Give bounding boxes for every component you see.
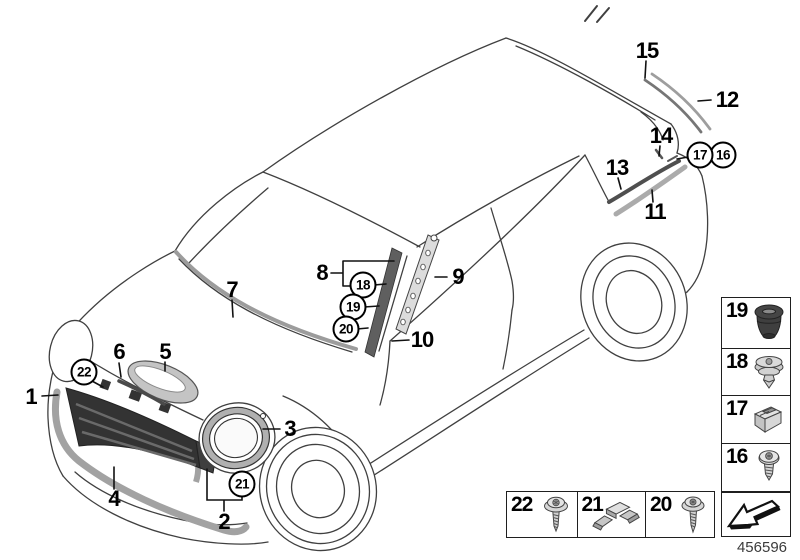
expanding-grommet-icon	[754, 304, 784, 339]
callout-2[interactable]: 2	[218, 509, 230, 534]
legend-label-16: 16	[726, 445, 748, 468]
viewing-direction-box	[721, 492, 791, 537]
legend-item-18[interactable]: 18	[722, 348, 790, 395]
c-pillar-strip-13	[607, 159, 681, 204]
roof-strip-15	[643, 78, 703, 134]
fastener-legend-row: 22 21	[506, 491, 715, 538]
legend-item-19[interactable]: 19	[722, 298, 790, 348]
fastener-legend-column: 19 18	[721, 297, 791, 492]
legend-label-19: 19	[726, 299, 748, 322]
callout-15[interactable]: 15	[635, 38, 660, 63]
leader-lines	[41, 60, 712, 512]
tapping-screw-icon	[681, 496, 705, 534]
hood-trim-strip-6	[117, 379, 166, 406]
callout-9[interactable]: 9	[452, 264, 464, 289]
legend-label-20: 20	[650, 493, 672, 516]
viewing-direction-arrow-icon	[726, 499, 781, 530]
callout-21[interactable]: 21	[228, 470, 256, 498]
legend-item-20[interactable]: 20	[645, 491, 715, 538]
front-grille	[51, 378, 250, 536]
callout-6[interactable]: 6	[113, 339, 125, 364]
callout-11[interactable]: 11	[644, 199, 666, 224]
callout-3[interactable]: 3	[284, 416, 296, 441]
callout-14[interactable]: 14	[649, 123, 674, 148]
callout-12[interactable]: 12	[715, 87, 740, 112]
trim-strips	[174, 72, 712, 358]
legend-label-22: 22	[511, 493, 533, 516]
legend-label-17: 17	[726, 397, 748, 420]
callout-16[interactable]: 16	[709, 141, 737, 169]
legend-item-22[interactable]: 22	[506, 491, 578, 538]
torx-screw-icon	[758, 449, 780, 481]
roof-strip-12	[650, 72, 712, 131]
grille-clip-22-target	[99, 378, 112, 391]
callout-8[interactable]: 8	[316, 260, 328, 285]
callout-10[interactable]: 10	[410, 327, 435, 352]
spring-clip-icon	[591, 501, 640, 531]
hood-scoop	[127, 360, 199, 404]
callout-1[interactable]: 1	[25, 384, 37, 409]
callout-5[interactable]: 5	[159, 339, 171, 364]
callout-4[interactable]: 4	[108, 486, 120, 511]
rear-wheel	[580, 242, 688, 362]
cowl-trim-7	[174, 250, 358, 351]
legend-item-21[interactable]: 21	[576, 491, 647, 538]
callout-20[interactable]: 20	[332, 315, 360, 343]
a-pillar-strip-8	[364, 247, 403, 358]
callout-22[interactable]: 22	[70, 358, 98, 386]
legend-label-18: 18	[726, 350, 748, 373]
push-rivet-icon	[754, 356, 784, 389]
legend-item-16[interactable]: 16	[722, 443, 790, 491]
diagram-part-number: 456596	[736, 539, 788, 556]
washer-screw-icon	[544, 496, 568, 532]
legend-label-21: 21	[581, 493, 604, 516]
front-wheel	[258, 426, 378, 552]
headlight-ring	[198, 402, 276, 474]
legend-item-17[interactable]: 17	[722, 395, 790, 443]
callout-13[interactable]: 13	[605, 155, 630, 180]
callout-7[interactable]: 7	[226, 277, 238, 302]
callout-17[interactable]: 17	[686, 141, 714, 169]
clamp-nut-icon	[753, 405, 783, 433]
callout-18[interactable]: 18	[349, 271, 377, 299]
